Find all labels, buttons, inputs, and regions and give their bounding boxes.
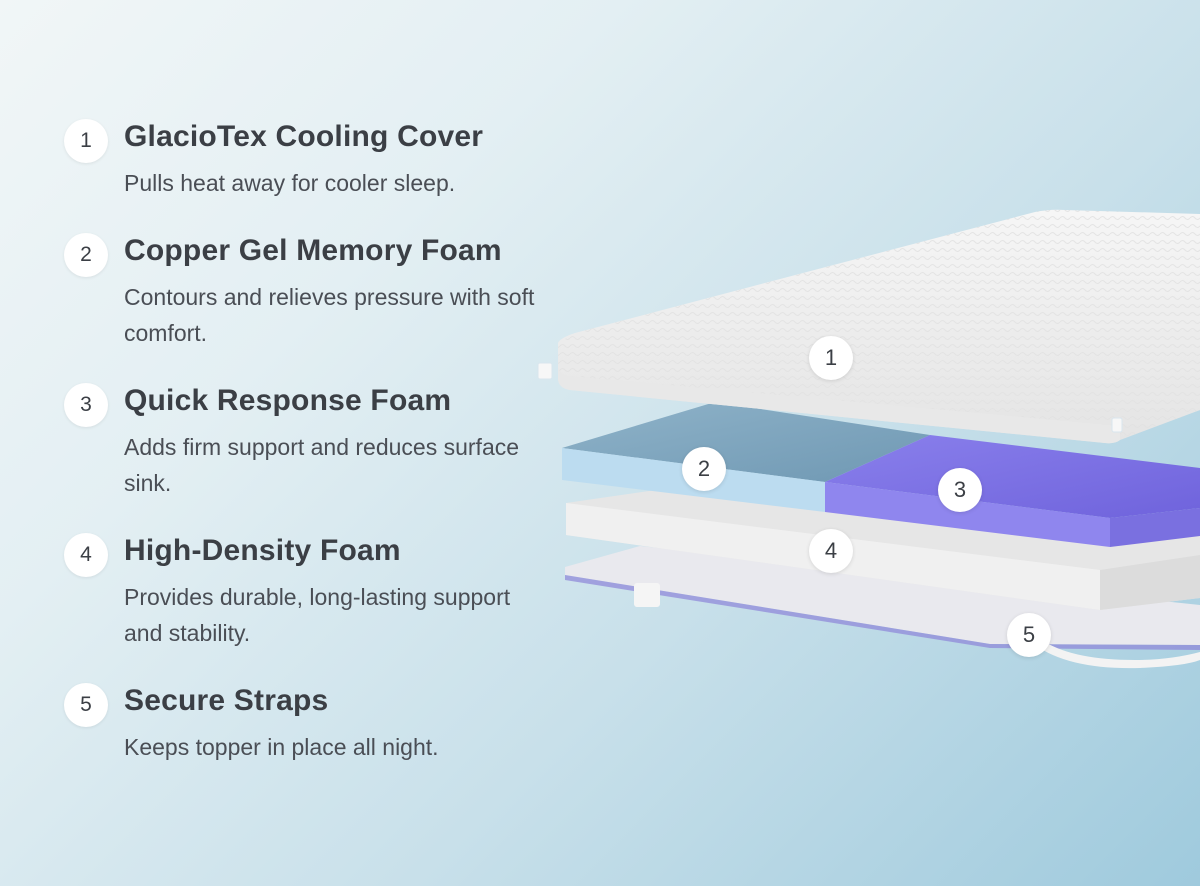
feature-number-badge: 5 bbox=[64, 683, 108, 727]
gel-foam-top bbox=[562, 402, 930, 482]
layer-label-3: 3 bbox=[938, 468, 982, 512]
feature-description: Provides durable, long-lasting support a… bbox=[124, 584, 511, 646]
layer-label-2: 2 bbox=[682, 447, 726, 491]
cooling-cover-layer bbox=[537, 209, 1200, 444]
layer-label-5: 5 bbox=[1007, 613, 1051, 657]
feature-list: 1 GlacioTex Cooling Cover Pulls heat awa… bbox=[64, 0, 564, 886]
feature-title: Secure Straps bbox=[124, 684, 329, 717]
feature-description: Pulls heat away for cooler sleep. bbox=[124, 170, 456, 196]
feature-title: High-Density Foam bbox=[124, 534, 401, 567]
layer-label-4: 4 bbox=[809, 529, 853, 573]
response-foam-side bbox=[825, 482, 1110, 547]
feature-number-badge: 1 bbox=[64, 119, 108, 163]
layer-label-1: 1 bbox=[809, 336, 853, 380]
feature-number-badge: 4 bbox=[64, 533, 108, 577]
feature-title: GlacioTex Cooling Cover bbox=[124, 120, 484, 153]
feature-title: Copper Gel Memory Foam bbox=[124, 234, 502, 267]
feature-description: Keeps topper in place all night. bbox=[124, 734, 439, 760]
feature-description: Contours and relieves pressure with soft… bbox=[124, 284, 535, 346]
feature-description: Adds firm support and reduces surface si… bbox=[124, 434, 520, 496]
feature-number-badge: 3 bbox=[64, 383, 108, 427]
strap-clip-icon bbox=[634, 583, 660, 607]
cover-tab-icon bbox=[537, 362, 553, 380]
feature-title: Quick Response Foam bbox=[124, 384, 452, 417]
feature-number-badge: 2 bbox=[64, 233, 108, 277]
mattress-topper-layers-illustration: 1 2 3 4 5 bbox=[530, 190, 1200, 690]
layers-diagram bbox=[537, 209, 1200, 669]
response-foam-top bbox=[825, 435, 1200, 518]
